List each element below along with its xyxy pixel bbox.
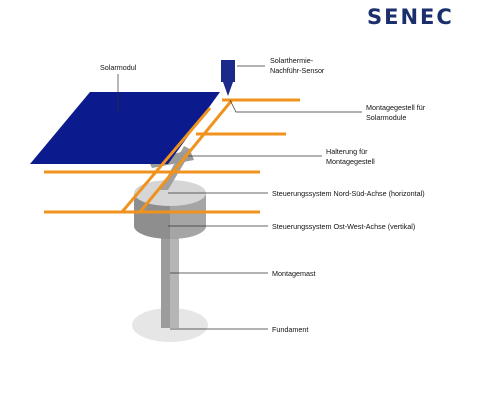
label-halterung-line2: Montagegestell bbox=[326, 157, 375, 166]
label-nord-sued: Steuerungssystem Nord-Süd-Achse (horizon… bbox=[272, 189, 425, 198]
label-montagegestell-line2: Solarmodule bbox=[366, 113, 406, 122]
tracking-sensor bbox=[221, 60, 235, 82]
label-sensor-line1: Solarthermie- bbox=[270, 56, 314, 65]
label-halterung-line1: Halterung für bbox=[326, 147, 368, 156]
label-sensor-line2: Nachführ-Sensor bbox=[270, 66, 325, 75]
senec-logo: SENEC bbox=[367, 5, 454, 29]
label-montagemast: Montagemast bbox=[272, 269, 316, 278]
frame-arm-right bbox=[138, 99, 234, 213]
label-montagegestell-line1: Montagegestell für bbox=[366, 103, 426, 112]
mounting-mast-shade bbox=[170, 236, 179, 328]
leader-lines bbox=[117, 65, 362, 330]
leader-montagegestell bbox=[229, 99, 362, 113]
label-fundament: Fundament bbox=[272, 325, 308, 334]
tracking-sensor-tip bbox=[223, 82, 233, 96]
label-ost-west: Steuerungssystem Ost-West-Achse (vertika… bbox=[272, 222, 415, 231]
label-solarmodul: Solarmodul bbox=[100, 63, 137, 72]
frame-arm-left bbox=[120, 107, 212, 213]
solar-panel bbox=[30, 92, 220, 164]
